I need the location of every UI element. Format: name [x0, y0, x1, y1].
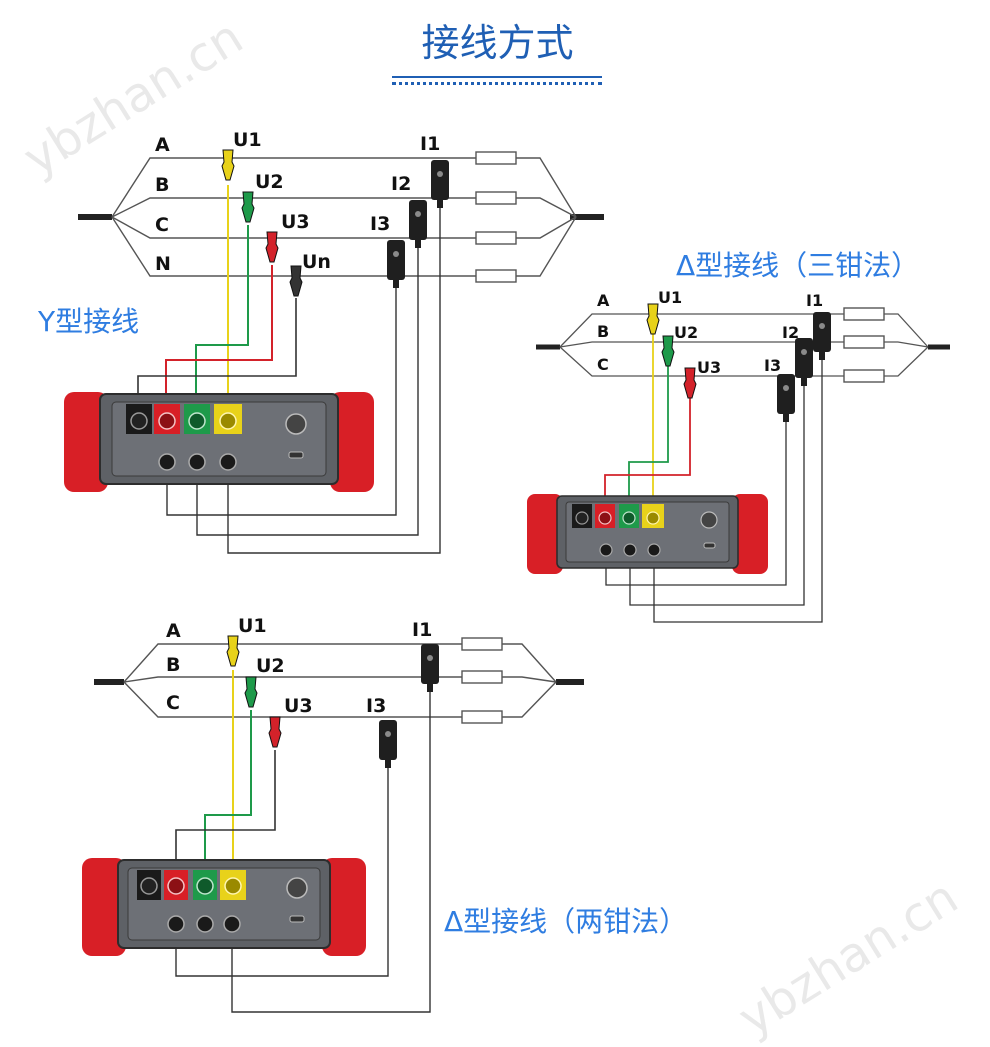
diagram-delta-three-clamp: A B C U1 U2 U3 I1 I2 I3	[527, 288, 950, 623]
phase-label: A	[166, 620, 181, 642]
phase-label: B	[166, 654, 180, 676]
voltage-label: U3	[697, 358, 721, 377]
voltage-label: U2	[255, 171, 284, 193]
current-label: I3	[366, 695, 386, 717]
caption-delta-three-clamp: Δ型接线（三钳法）	[676, 249, 920, 282]
voltage-label: U2	[256, 655, 285, 677]
phase-label: A	[155, 134, 170, 156]
voltage-label: U3	[284, 695, 313, 717]
caption-delta-two-clamp: Δ型接线（两钳法）	[444, 905, 688, 938]
voltage-label: U3	[281, 211, 310, 233]
phase-label: N	[155, 253, 171, 275]
phase-label: B	[597, 322, 609, 341]
current-label: I1	[412, 619, 432, 641]
phase-label: C	[597, 355, 609, 374]
current-label: I2	[391, 173, 411, 195]
current-label: I2	[782, 323, 799, 342]
page-title: 接线方式	[421, 21, 574, 65]
diagram-y-wiring: A B C N U1 U2 U3 Un I1 I2 I3	[64, 129, 604, 554]
current-label: I3	[764, 356, 781, 375]
diagram-delta-two-clamp: A B C U1 U2 U3 I1 I3	[82, 615, 584, 1013]
power-analyzer-device	[82, 858, 366, 956]
power-analyzer-device	[527, 494, 768, 574]
voltage-label: U1	[658, 288, 682, 307]
phase-label: B	[155, 174, 169, 196]
title-underline	[392, 76, 602, 78]
current-label: I1	[806, 291, 823, 310]
caption-y-wiring: Y型接线	[38, 305, 140, 338]
voltage-label: U2	[674, 323, 698, 342]
phase-label: C	[166, 692, 180, 714]
current-label: I1	[420, 133, 440, 155]
voltage-label: U1	[238, 615, 267, 637]
phase-label: A	[597, 291, 610, 310]
voltage-label: Un	[302, 251, 331, 273]
voltage-label: U1	[233, 129, 262, 151]
current-label: I3	[370, 213, 390, 235]
power-analyzer-device	[64, 392, 374, 492]
title-dotted-underline	[392, 82, 602, 85]
phase-label: C	[155, 214, 169, 236]
